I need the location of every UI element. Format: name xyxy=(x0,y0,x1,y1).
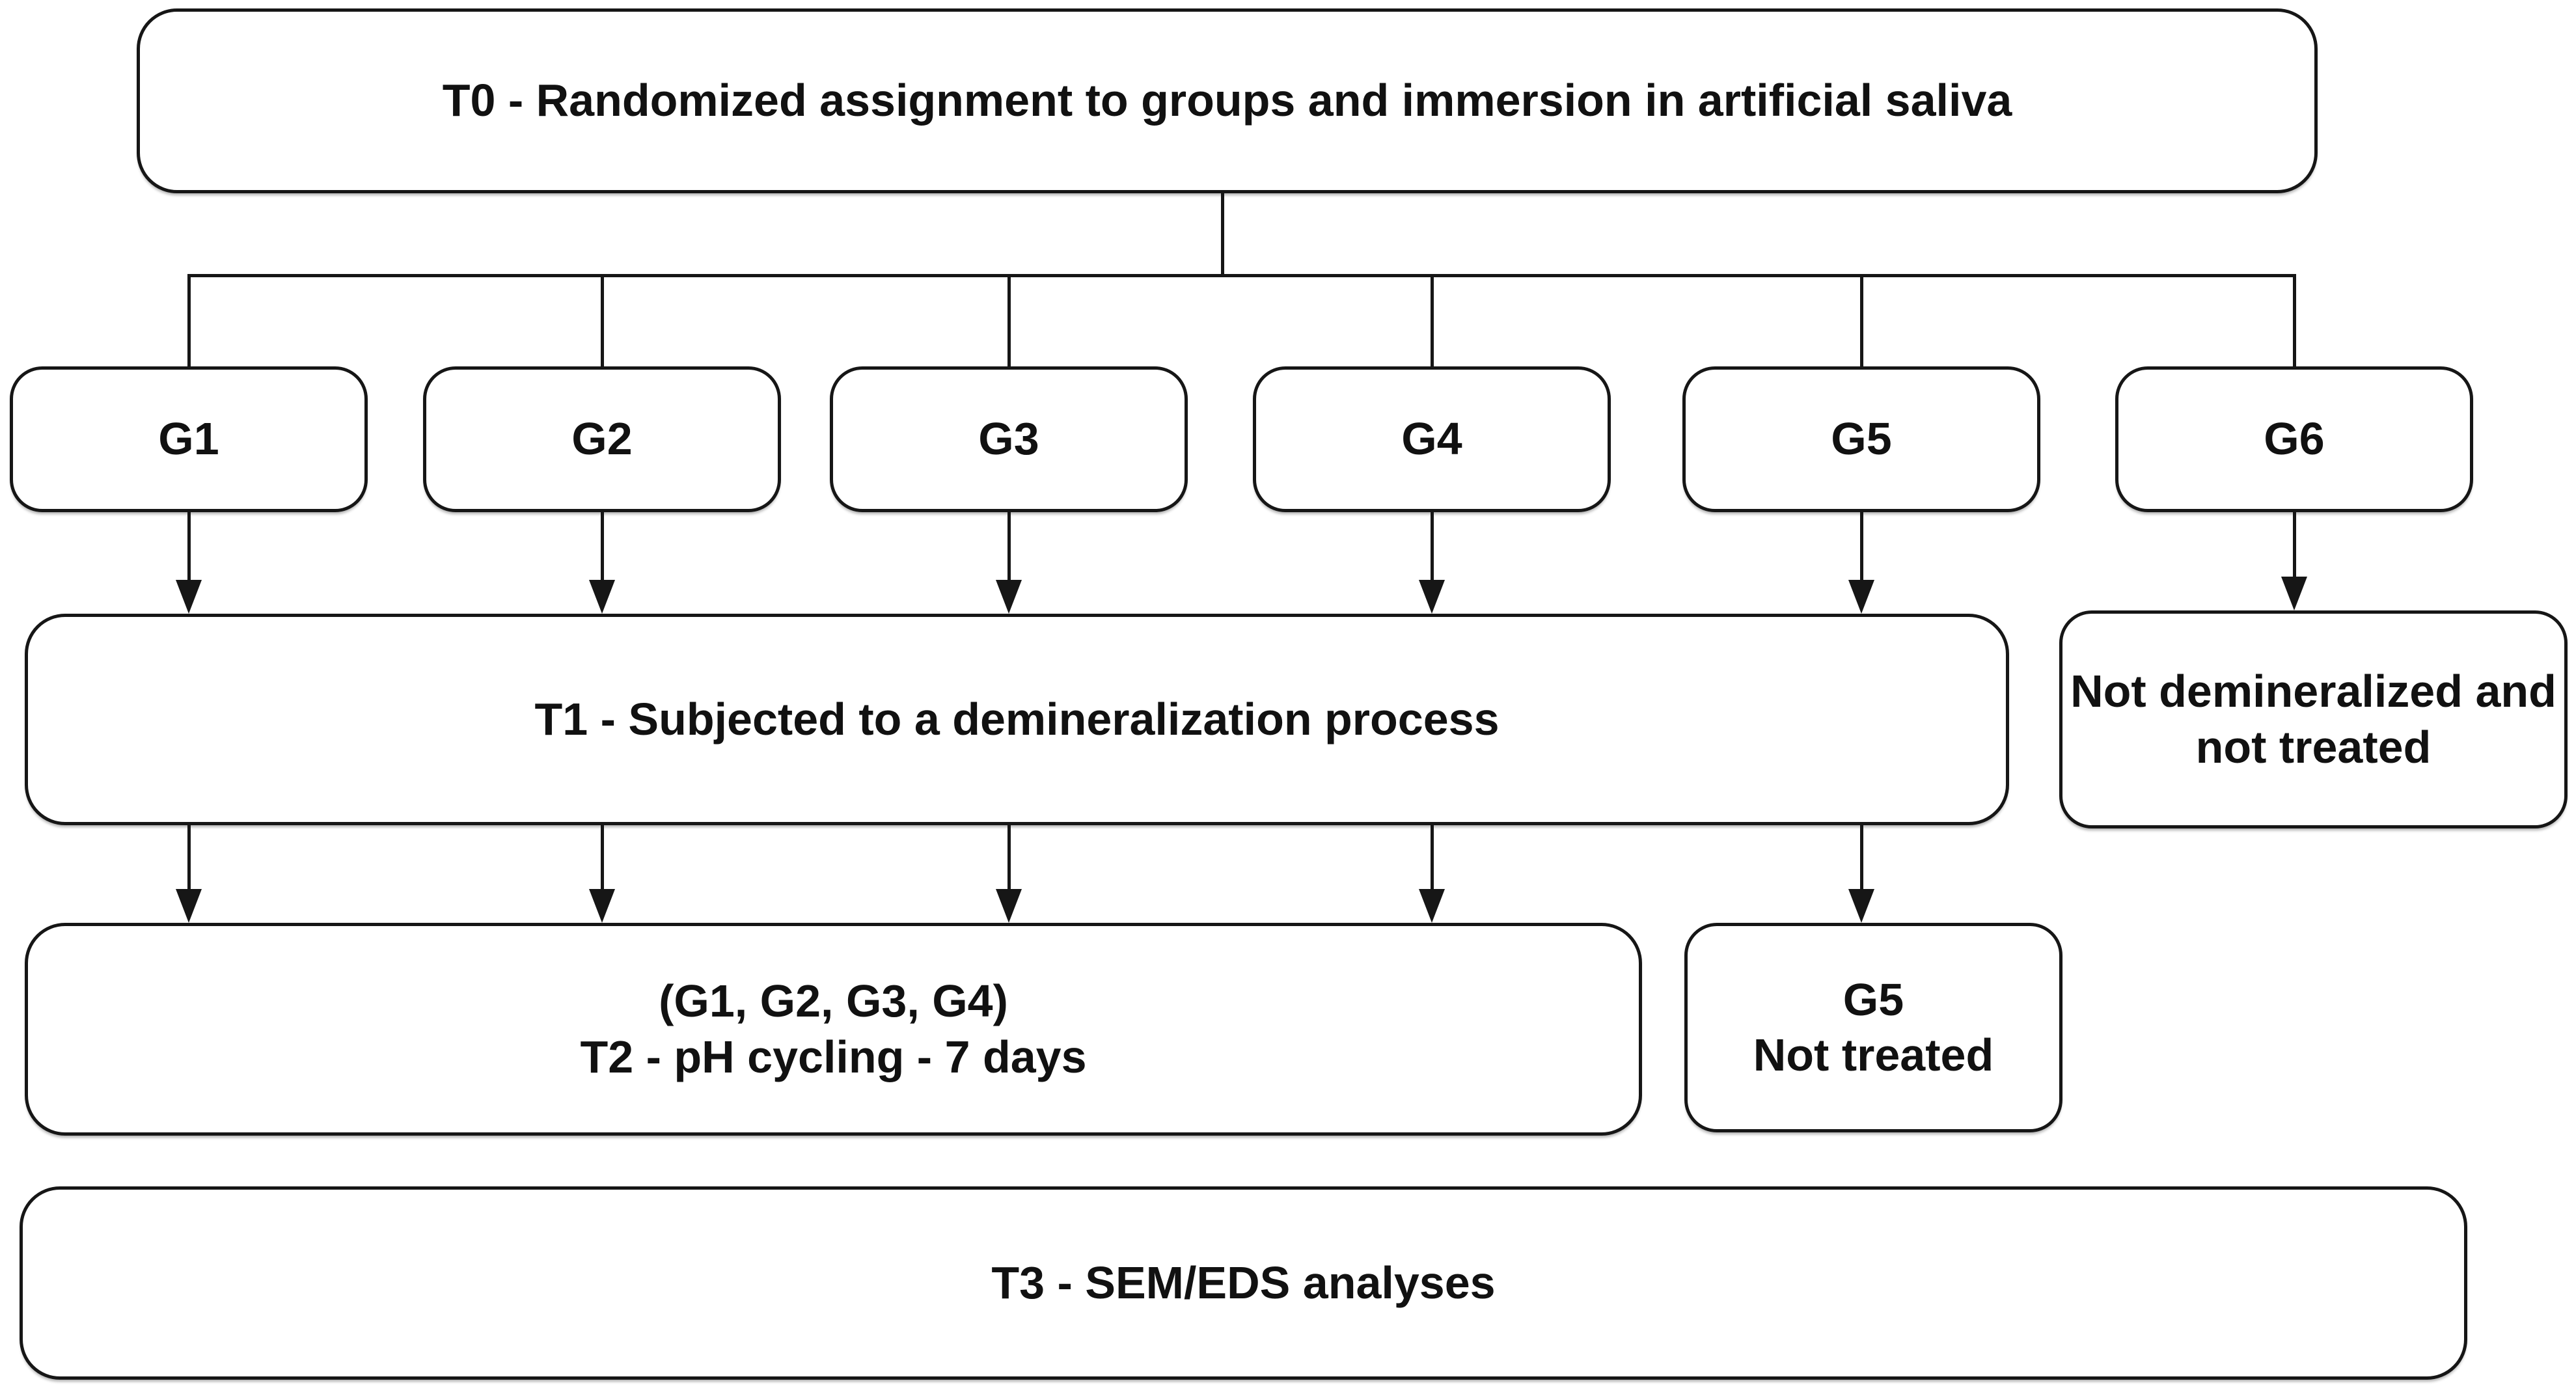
group-box-g4: G4 xyxy=(1253,366,1611,512)
group-label-g1: G1 xyxy=(158,413,219,465)
t0-branch-drop-line xyxy=(1221,193,1224,275)
arrow-g1-t1-head-icon xyxy=(176,580,202,614)
t0-label: T0 - Randomized assignment to groups and… xyxy=(442,75,2012,126)
t1-label: T1 - Subjected to a demineralization pro… xyxy=(534,693,1500,745)
group-box-g5: G5 xyxy=(1682,366,2040,512)
arrow-g5-t1-shaft xyxy=(1860,512,1863,581)
branch-stub-g4 xyxy=(1431,274,1434,368)
arrow-t1-t2-g2-shaft xyxy=(601,825,604,890)
t3-box: T3 - SEM/EDS analyses xyxy=(20,1186,2467,1380)
group-box-g3: G3 xyxy=(830,366,1188,512)
arrow-t1-t2-g2-head-icon xyxy=(589,889,615,923)
g5-outcome-line2: Not treated xyxy=(1753,1030,1994,1080)
g5-outcome-box: G5 Not treated xyxy=(1684,923,2062,1132)
arrow-t1-t2-g3-head-icon xyxy=(996,889,1022,923)
arrow-g6-outcome-head-icon xyxy=(2281,577,2307,610)
branch-stub-g6 xyxy=(2293,274,2296,368)
group-label-g2: G2 xyxy=(571,413,633,465)
arrow-g3-t1-head-icon xyxy=(996,580,1022,614)
group-label-g3: G3 xyxy=(978,413,1039,465)
t1-box: T1 - Subjected to a demineralization pro… xyxy=(25,614,2009,825)
arrow-g2-t1-head-icon xyxy=(589,580,615,614)
arrow-g6-outcome-shaft xyxy=(2293,512,2296,578)
g6-outcome-box: Not demineralized and not treated xyxy=(2059,610,2568,828)
g6-outcome-line1: Not demineralized and xyxy=(2070,666,2556,717)
arrow-g5-t1-head-icon xyxy=(1848,580,1874,614)
group-box-g2: G2 xyxy=(423,366,781,512)
arrow-g3-t1-shaft xyxy=(1007,512,1011,581)
arrow-t1-g5-outcome-head-icon xyxy=(1848,889,1874,923)
branch-stub-g5 xyxy=(1860,274,1863,368)
t2-line2: T2 - pH cycling - 7 days xyxy=(580,1031,1087,1082)
group-label-g6: G6 xyxy=(2264,413,2325,465)
g5-outcome-line1: G5 xyxy=(1843,974,1904,1025)
g6-outcome-line2: not treated xyxy=(2195,721,2432,772)
arrow-g1-t1-shaft xyxy=(187,512,191,581)
group-box-g6: G6 xyxy=(2115,366,2473,512)
arrow-t1-g5-outcome-shaft xyxy=(1860,825,1863,890)
t0-box: T0 - Randomized assignment to groups and… xyxy=(137,8,2318,193)
group-label-g4: G4 xyxy=(1401,413,1462,465)
t2-line1: (G1, G2, G3, G4) xyxy=(659,976,1008,1027)
t2-box: (G1, G2, G3, G4) T2 - pH cycling - 7 day… xyxy=(25,923,1642,1136)
arrow-g2-t1-shaft xyxy=(601,512,604,581)
arrow-t1-t2-g3-shaft xyxy=(1007,825,1011,890)
arrow-t1-t2-g1-head-icon xyxy=(176,889,202,923)
arrow-g4-t1-head-icon xyxy=(1419,580,1445,614)
group-label-g5: G5 xyxy=(1831,413,1892,465)
branch-bar xyxy=(187,274,2296,277)
branch-stub-g2 xyxy=(601,274,604,368)
t3-label: T3 - SEM/EDS analyses xyxy=(991,1257,1496,1308)
arrow-t1-t2-g4-head-icon xyxy=(1419,889,1445,923)
arrow-t1-t2-g1-shaft xyxy=(187,825,191,890)
arrow-t1-t2-g4-shaft xyxy=(1431,825,1434,890)
group-box-g1: G1 xyxy=(10,366,368,512)
branch-stub-g3 xyxy=(1007,274,1011,368)
arrow-g4-t1-shaft xyxy=(1431,512,1434,581)
branch-stub-g1 xyxy=(187,274,191,368)
